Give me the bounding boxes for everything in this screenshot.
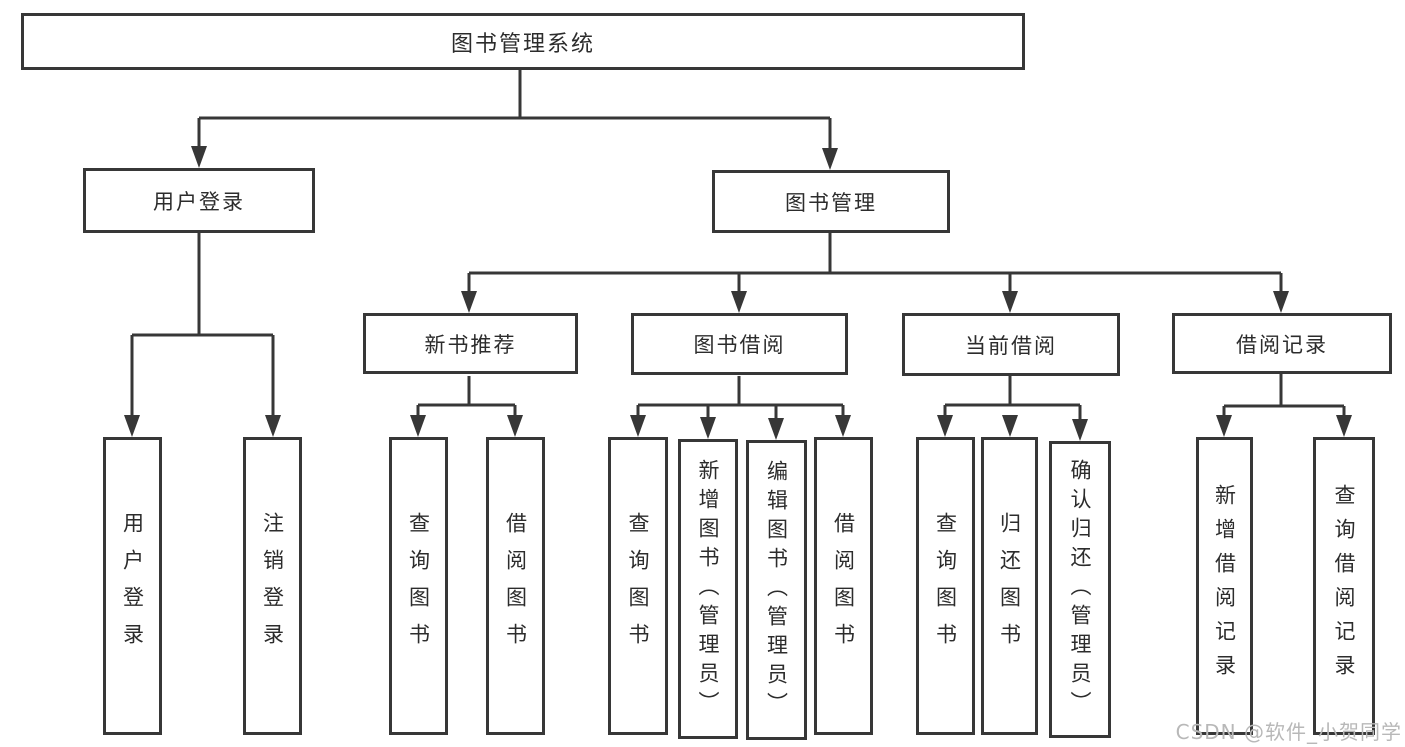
leaf-borrow-books-recommend-label: 借阅图书	[503, 512, 528, 660]
node-book-management: 图书管理	[712, 170, 950, 233]
node-borrow-records-label: 借阅记录	[1236, 332, 1328, 357]
leaf-borrow-books-label: 借阅图书	[831, 512, 856, 660]
leaf-query-borrow-record: 查询借阅记录	[1313, 437, 1375, 735]
leaf-return-books-label: 归还图书	[997, 512, 1022, 660]
node-user-login: 用户登录	[83, 168, 315, 233]
connector-path	[130, 70, 1346, 423]
node-root: 图书管理系统	[21, 13, 1025, 70]
leaf-add-borrow-record-label: 新增借阅记录	[1212, 484, 1237, 688]
node-user-login-label: 用户登录	[153, 189, 245, 214]
leaf-query-books-recommend-label: 查询图书	[406, 512, 431, 660]
arrowhead-icons	[124, 146, 1352, 441]
node-borrow-records: 借阅记录	[1172, 313, 1392, 374]
leaf-add-borrow-record: 新增借阅记录	[1196, 437, 1253, 735]
leaf-query-books-borrow-label: 查询图书	[626, 512, 650, 660]
leaf-edit-books-admin: 编辑图书（管理员）	[746, 440, 807, 740]
leaf-query-borrow-record-label: 查询借阅记录	[1332, 484, 1356, 688]
leaf-query-books-borrow: 查询图书	[608, 437, 668, 735]
leaf-query-books-current-label: 查询图书	[933, 512, 958, 660]
leaf-borrow-books-recommend: 借阅图书	[486, 437, 545, 735]
leaf-query-books-current: 查询图书	[916, 437, 975, 735]
leaf-query-books-recommend: 查询图书	[389, 437, 448, 735]
leaf-edit-books-admin-label: 编辑图书（管理员）	[764, 459, 789, 721]
node-book-borrowing: 图书借阅	[631, 313, 848, 375]
leaf-confirm-return-admin: 确认归还（管理员）	[1049, 441, 1111, 738]
node-new-book-recommend-label: 新书推荐	[424, 332, 517, 357]
node-root-label: 图书管理系统	[450, 31, 595, 57]
node-book-borrowing-label: 图书借阅	[693, 333, 786, 357]
node-new-book-recommend: 新书推荐	[363, 313, 578, 374]
leaf-return-books: 归还图书	[981, 437, 1038, 735]
leaf-logout-label: 注销登录	[260, 512, 285, 660]
leaf-borrow-books: 借阅图书	[814, 437, 873, 735]
leaf-add-books-admin-label: 新增图书（管理员）	[696, 458, 720, 720]
leaf-add-books-admin: 新增图书（管理员）	[678, 439, 738, 739]
node-book-management-label: 图书管理	[785, 190, 877, 215]
leaf-confirm-return-admin-label: 确认归还（管理员）	[1068, 459, 1092, 720]
leaf-user-login-label: 用户登录	[120, 512, 145, 660]
watermark: CSDN @软件_小贺同学	[1175, 720, 1402, 744]
leaf-logout: 注销登录	[243, 437, 302, 735]
node-current-borrowing: 当前借阅	[902, 313, 1120, 376]
node-current-borrowing-label: 当前借阅	[965, 333, 1057, 358]
leaf-user-login: 用户登录	[103, 437, 162, 735]
